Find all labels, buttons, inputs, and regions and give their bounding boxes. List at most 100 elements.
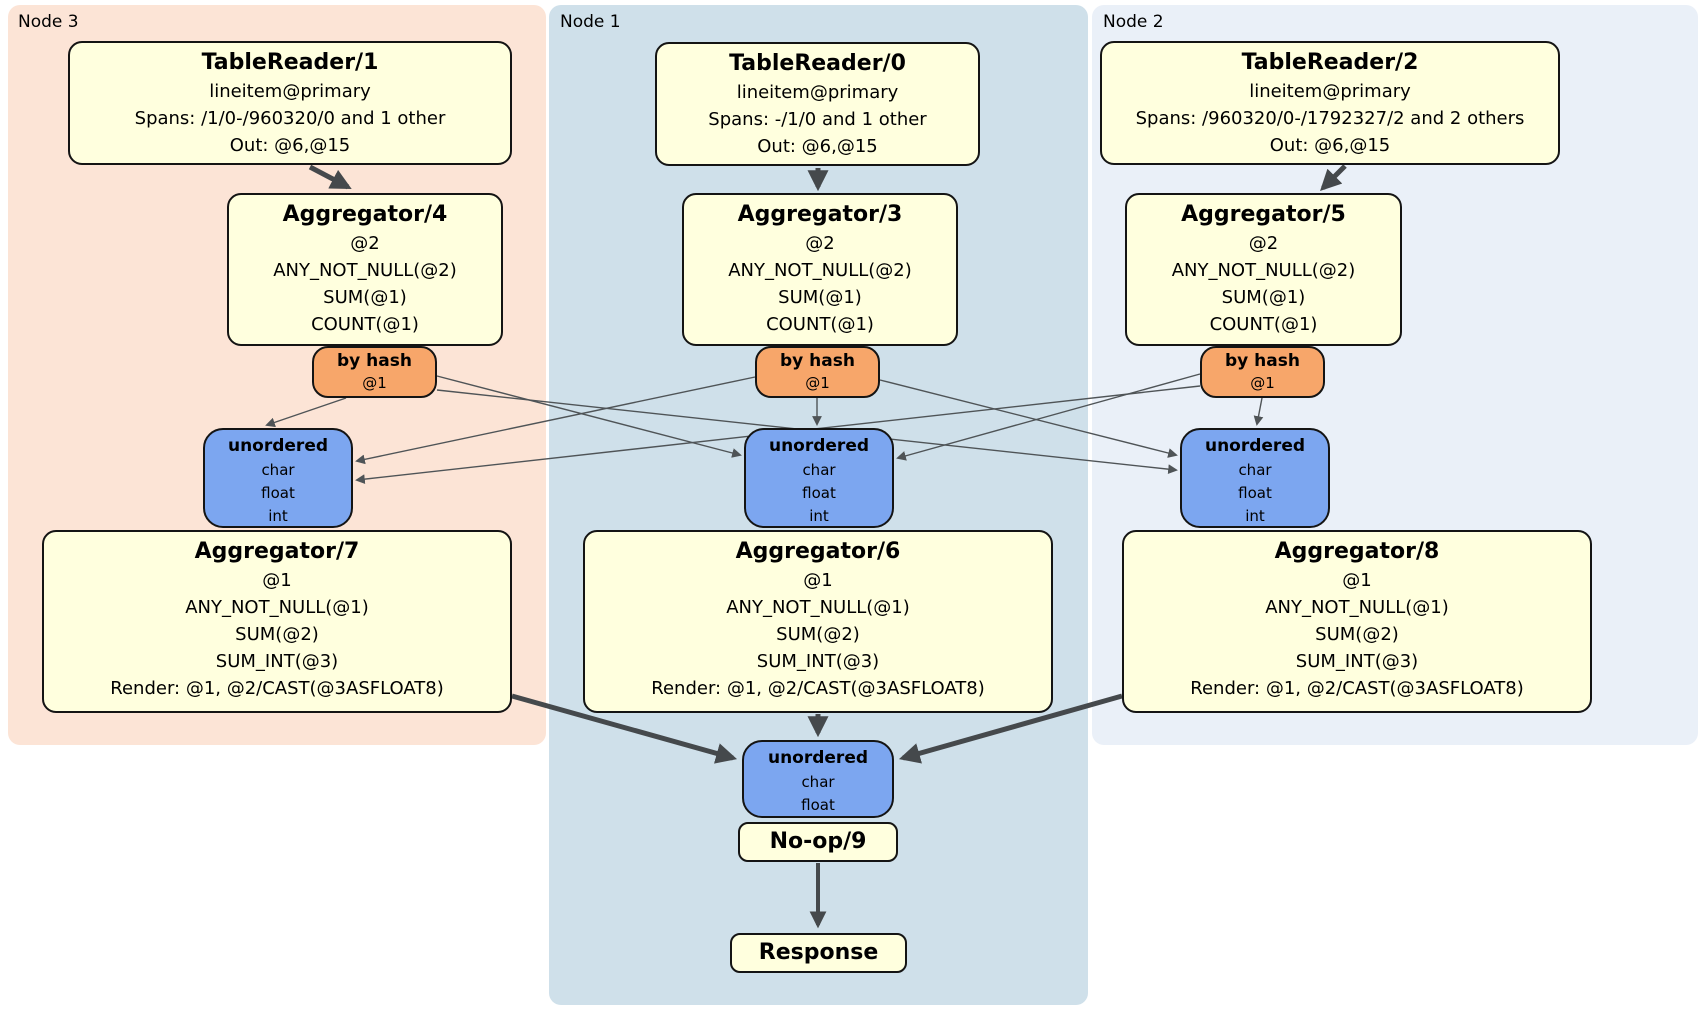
hash-router-node2: by hash @1 — [1200, 346, 1325, 398]
processor-detail: @2 — [1248, 233, 1279, 254]
processor-aggregator-6: Aggregator/6 @1 ANY_NOT_NULL(@1) SUM(@2)… — [583, 530, 1053, 713]
processor-detail: SUM(@1) — [323, 287, 407, 308]
processor-detail: COUNT(@1) — [766, 314, 874, 335]
processor-detail: SUM_INT(@3) — [1295, 651, 1419, 672]
node1-label: Node 1 — [560, 12, 621, 32]
edge-hash5-sync8 — [1253, 397, 1264, 426]
processor-detail: Spans: /960320/0-/1792327/2 and 2 others — [1135, 108, 1525, 129]
processor-title: TableReader/1 — [201, 50, 379, 75]
node2-label: Node 2 — [1103, 12, 1164, 32]
processor-detail: COUNT(@1) — [1209, 314, 1318, 335]
router-detail: @1 — [805, 374, 830, 392]
processor-detail: SUM(@1) — [1221, 287, 1306, 308]
processor-title: TableReader/2 — [1241, 50, 1419, 75]
processor-detail: Spans: -/1/0 and 1 other — [708, 109, 927, 130]
processor-detail: SUM(@2) — [235, 624, 319, 645]
edge-tablereader2-aggregator5 — [1320, 164, 1347, 191]
processor-detail: ANY_NOT_NULL(@2) — [728, 260, 912, 281]
processor-detail: lineitem@primary — [209, 81, 371, 102]
processor-title: Aggregator/4 — [282, 202, 448, 227]
processor-title: Aggregator/7 — [194, 539, 360, 564]
sync-detail: int — [809, 507, 829, 525]
edge-hash4-sync6 — [436, 375, 742, 458]
unordered-sync-node1: unordered char float int — [744, 428, 894, 528]
sync-detail: float — [1238, 484, 1272, 502]
sync-detail: float — [801, 796, 835, 814]
router-title: by hash — [337, 351, 412, 371]
router-detail: @1 — [1250, 374, 1275, 392]
processor-noop-9: No-op/9 — [738, 822, 898, 862]
processor-detail: ANY_NOT_NULL(@1) — [185, 597, 369, 618]
sync-detail: char — [1238, 461, 1272, 479]
processor-detail: Render: @1, @2/CAST(@3ASFLOAT8) — [651, 678, 985, 699]
sync-detail: int — [1245, 507, 1265, 525]
processor-detail: ANY_NOT_NULL(@1) — [726, 597, 910, 618]
processor-title: Aggregator/8 — [1274, 539, 1440, 564]
processor-detail: SUM(@2) — [1315, 624, 1399, 645]
hash-router-node1: by hash @1 — [755, 346, 880, 398]
processor-detail: SUM_INT(@3) — [756, 651, 880, 672]
sync-title: unordered — [1204, 436, 1306, 456]
processor-detail: SUM(@1) — [778, 287, 862, 308]
processor-detail: COUNT(@1) — [311, 314, 419, 335]
sync-detail: char — [801, 773, 835, 791]
processor-aggregator-3: Aggregator/3 @2 ANY_NOT_NULL(@2) SUM(@1)… — [682, 193, 958, 346]
processor-aggregator-8: Aggregator/8 @1 ANY_NOT_NULL(@1) SUM(@2)… — [1122, 530, 1592, 713]
processor-title: Aggregator/3 — [737, 202, 903, 227]
processor-title: TableReader/0 — [729, 51, 906, 76]
processor-detail: @1 — [262, 570, 292, 591]
edge-hash3-sync8 — [879, 379, 1178, 458]
processor-detail: @1 — [1342, 570, 1372, 591]
response-node: Response — [730, 933, 907, 973]
unordered-sync-final: unordered char float — [742, 740, 894, 818]
processor-detail: @2 — [805, 233, 835, 254]
sync-detail: char — [261, 461, 295, 479]
unordered-sync-node3: unordered char float int — [203, 428, 353, 528]
processor-detail: SUM_INT(@3) — [215, 651, 339, 672]
sync-detail: float — [261, 484, 295, 502]
processor-detail: lineitem@primary — [736, 82, 899, 103]
processor-title: No-op/9 — [769, 829, 867, 854]
sync-title: unordered — [768, 436, 870, 456]
hash-router-node3: by hash @1 — [312, 346, 437, 398]
processor-tablereader-0: TableReader/0 lineitem@primary Spans: -/… — [655, 42, 980, 166]
processor-detail: lineitem@primary — [1249, 81, 1411, 102]
processor-detail: Spans: /1/0-/960320/0 and 1 other — [134, 108, 446, 129]
sync-detail: int — [268, 507, 288, 525]
unordered-sync-node2: unordered char float int — [1180, 428, 1330, 528]
processor-detail: SUM(@2) — [776, 624, 860, 645]
edge-hash3-sync7 — [355, 376, 756, 465]
processor-tablereader-2: TableReader/2 lineitem@primary Spans: /9… — [1100, 41, 1560, 165]
processor-detail: Out: @6,@15 — [1269, 135, 1391, 156]
edge-aggregator8-final-unordered — [898, 693, 1123, 764]
sync-detail: char — [802, 461, 836, 479]
sync-title: unordered — [227, 436, 329, 456]
processor-detail: ANY_NOT_NULL(@2) — [1171, 260, 1356, 281]
router-detail: @1 — [362, 374, 387, 392]
edge-tablereader1-aggregator4 — [308, 164, 352, 190]
processor-title: Aggregator/6 — [735, 539, 901, 564]
processor-title: Aggregator/5 — [1181, 202, 1346, 227]
edge-aggregator7-final-unordered — [511, 693, 738, 764]
edge-hash5-sync6 — [896, 373, 1201, 461]
processor-detail: ANY_NOT_NULL(@1) — [1265, 597, 1449, 618]
node3-label: Node 3 — [18, 12, 79, 32]
sync-detail: float — [802, 484, 836, 502]
processor-aggregator-4: Aggregator/4 @2 ANY_NOT_NULL(@2) SUM(@1)… — [227, 193, 503, 346]
processor-detail: @1 — [803, 570, 833, 591]
processor-detail: Render: @1, @2/CAST(@3ASFLOAT8) — [110, 678, 444, 699]
sync-title: unordered — [767, 748, 869, 768]
processor-aggregator-5: Aggregator/5 @2 ANY_NOT_NULL(@2) SUM(@1)… — [1125, 193, 1402, 346]
processor-detail: Out: @6,@15 — [757, 136, 878, 157]
processor-detail: Out: @6,@15 — [229, 135, 351, 156]
router-title: by hash — [1225, 351, 1300, 371]
router-title: by hash — [780, 351, 855, 371]
processor-aggregator-7: Aggregator/7 @1 ANY_NOT_NULL(@1) SUM(@2)… — [42, 530, 512, 713]
processor-title: Response — [758, 940, 879, 965]
edge-hash4-sync7 — [265, 397, 347, 428]
processor-tablereader-1: TableReader/1 lineitem@primary Spans: /1… — [68, 41, 512, 165]
processor-detail: ANY_NOT_NULL(@2) — [273, 260, 457, 281]
processor-detail: Render: @1, @2/CAST(@3ASFLOAT8) — [1190, 678, 1524, 699]
